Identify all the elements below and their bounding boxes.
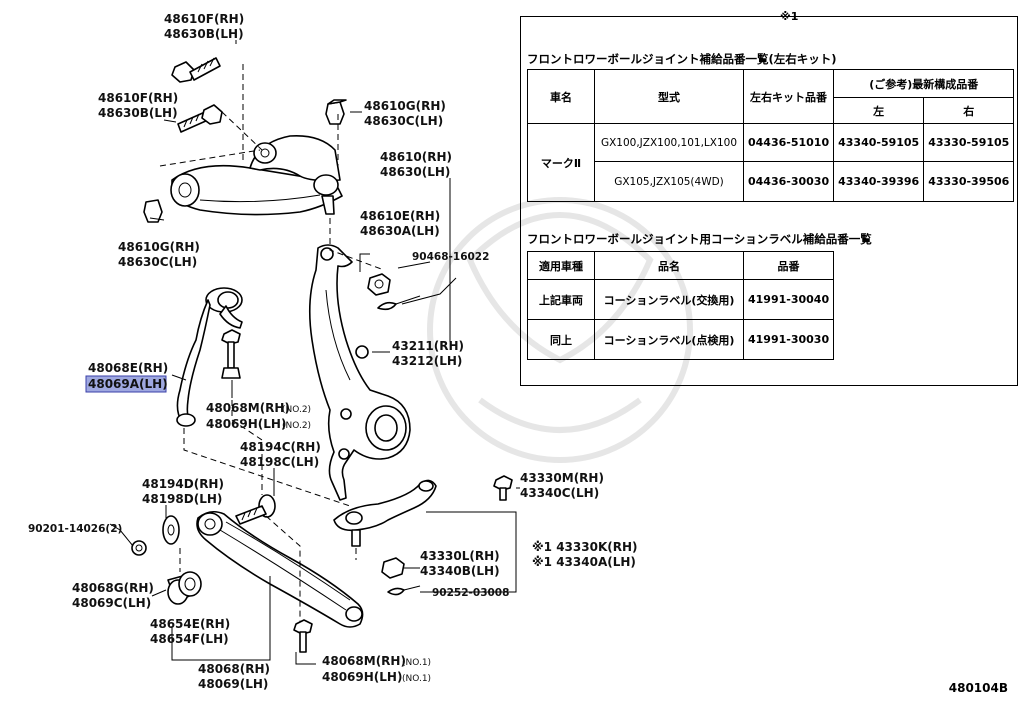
caution-label-table: 適用車種 品名 品番 上記車両 コーションラベル(交換用) 41991-3004… [527, 251, 835, 360]
label-43211[interactable]: 43211(RH) [392, 339, 464, 353]
cell-vehicle-2: 同上 [527, 319, 595, 360]
strut-rod-bushing-arm[interactable] [176, 287, 243, 427]
label-43212[interactable]: 43212(LH) [392, 354, 462, 368]
cell-vehicle-1: 上記車両 [527, 279, 595, 320]
header-kit-number: 左右キット品番 [742, 69, 835, 124]
label-48069H-no1[interactable]: 48069H(LH) [322, 670, 402, 684]
label-48198C[interactable]: 48198C(LH) [240, 455, 319, 469]
lower-ball-joint[interactable] [333, 479, 437, 547]
label-90252-03008[interactable]: 90252-03008 [432, 587, 509, 599]
label-48610F-second[interactable]: 48610F(RH) [98, 91, 178, 105]
cell-kit-2[interactable]: 04436-30030 [742, 161, 835, 202]
label-48610F-top[interactable]: 48610F(RH) [164, 12, 244, 26]
header-right: 右 [923, 97, 1015, 124]
label-48068M-no1[interactable]: 48068M(RH) [322, 654, 406, 668]
label-48068E[interactable]: 48068E(RH) [88, 361, 168, 375]
label-48610E[interactable]: 48610E(RH) [360, 209, 440, 223]
cotter-pin-90252[interactable] [387, 585, 421, 596]
label-48630B-second[interactable]: 48630B(LH) [98, 106, 178, 120]
upper-ball-joint-nut[interactable] [367, 273, 391, 296]
bolt-43330M[interactable] [493, 475, 513, 501]
upper-arm-bolt-top[interactable] [171, 57, 221, 83]
cell-model-2: GX105,JZX105(4WD) [594, 161, 744, 202]
label-48069A[interactable]: 48069A(LH) [88, 377, 168, 391]
upper-arm-nut-left[interactable] [143, 199, 163, 223]
label-48198D[interactable]: 48198D(LH) [142, 492, 222, 506]
cell-car-name: マークⅡ [527, 123, 595, 202]
label-48069C[interactable]: 48069C(LH) [72, 596, 151, 610]
label-90201-14026[interactable]: 90201-14026(2) [28, 523, 122, 535]
label-no1-b: (NO.1) [402, 674, 431, 684]
label-48194D[interactable]: 48194D(RH) [142, 477, 224, 491]
bolt-48068M-no1[interactable] [293, 619, 313, 653]
document-id: 480104B [948, 681, 1008, 695]
header-model: 型式 [594, 69, 744, 124]
cell-part-1[interactable]: 41991-30040 [742, 279, 835, 320]
label-48630C-left[interactable]: 48630C(LH) [118, 255, 197, 269]
cell-left-1[interactable]: 43340-59105 [833, 123, 925, 162]
label-no1-a: (NO.1) [402, 658, 431, 668]
header-part-number: 品番 [742, 251, 835, 280]
parts-tables-frame: フロントロワーボールジョイント補給品番一覧(左右キット) 車名 型式 左右キット… [520, 16, 1018, 386]
lower-control-arm[interactable] [196, 510, 364, 628]
table1-title: フロントロワーボールジョイント補給品番一覧(左右キット) [527, 52, 837, 66]
cell-model-1: GX100,JZX100,101,LX100 [594, 123, 744, 162]
label-48654E[interactable]: 48654E(RH) [150, 617, 230, 631]
cell-right-1[interactable]: 43330-59105 [923, 123, 1015, 162]
header-reference: (ご参考)最新構成品番 [833, 69, 1015, 98]
header-left: 左 [833, 97, 925, 124]
label-48654F[interactable]: 48654F(LH) [150, 632, 229, 646]
label-48610G-right[interactable]: 48610G(RH) [364, 99, 446, 113]
label-90468-16022[interactable]: 90468-16022 [412, 251, 489, 263]
cotter-pin-upper[interactable] [377, 295, 421, 311]
label-48068M-no2[interactable]: 48068M(RH) [206, 401, 290, 415]
nut-90201[interactable] [131, 540, 147, 556]
label-no2-b: (NO.2) [282, 421, 311, 431]
steering-knuckle[interactable] [308, 244, 411, 501]
bolt-48068M-no2[interactable] [221, 329, 241, 379]
cam-bolt-48194C[interactable] [235, 494, 276, 525]
lower-arm-bushing[interactable] [167, 571, 202, 605]
upper-arm-bolt-second[interactable] [177, 104, 223, 133]
label-48068[interactable]: 48068(RH) [198, 662, 270, 676]
cell-kit-1[interactable]: 04436-51010 [742, 123, 835, 162]
label-48610G-left[interactable]: 48610G(RH) [118, 240, 200, 254]
cam-plate-48194D[interactable] [162, 515, 180, 545]
label-43340C[interactable]: 43340C(LH) [520, 486, 599, 500]
label-48630C-right[interactable]: 48630C(LH) [364, 114, 443, 128]
label-48069[interactable]: 48069(LH) [198, 677, 268, 691]
label-43340A[interactable]: ※1 43340A(LH) [532, 555, 636, 569]
label-no2-a: (NO.2) [282, 405, 311, 415]
table2-title: フロントロワーボールジョイント用コーションラベル補給品番一覧 [527, 232, 872, 246]
header-car-name: 車名 [527, 69, 595, 124]
cell-left-2[interactable]: 43340-39396 [833, 161, 925, 202]
label-48610[interactable]: 48610(RH) [380, 150, 452, 164]
cell-name-2: コーションラベル(点検用) [594, 319, 744, 360]
label-48069H-no2[interactable]: 48069H(LH) [206, 417, 286, 431]
label-43340B[interactable]: 43340B(LH) [420, 564, 500, 578]
label-48194C[interactable]: 48194C(RH) [240, 440, 321, 454]
label-43330L[interactable]: 43330L(RH) [420, 549, 500, 563]
ball-joint-kit-table: 車名 型式 左右キット品番 (ご参考)最新構成品番 左 右 マークⅡ GX100… [527, 69, 1015, 202]
castle-nut-43330L[interactable] [381, 557, 405, 579]
label-48630A[interactable]: 48630A(LH) [360, 224, 440, 238]
label-43330K[interactable]: ※1 43330K(RH) [532, 540, 638, 554]
label-48630[interactable]: 48630(LH) [380, 165, 450, 179]
cell-part-2[interactable]: 41991-30030 [742, 319, 835, 360]
header-vehicle: 適用車種 [527, 251, 595, 280]
upper-control-arm[interactable] [170, 134, 343, 216]
label-43330M[interactable]: 43330M(RH) [520, 471, 604, 485]
label-48068G[interactable]: 48068G(RH) [72, 581, 154, 595]
label-48630B-top[interactable]: 48630B(LH) [164, 27, 244, 41]
cell-name-1: コーションラベル(交換用) [594, 279, 744, 320]
cell-right-2[interactable]: 43330-39506 [923, 161, 1015, 202]
label-48069A-highlight[interactable] [85, 375, 167, 393]
header-item-name: 品名 [594, 251, 744, 280]
upper-arm-nut-right[interactable] [325, 99, 347, 125]
